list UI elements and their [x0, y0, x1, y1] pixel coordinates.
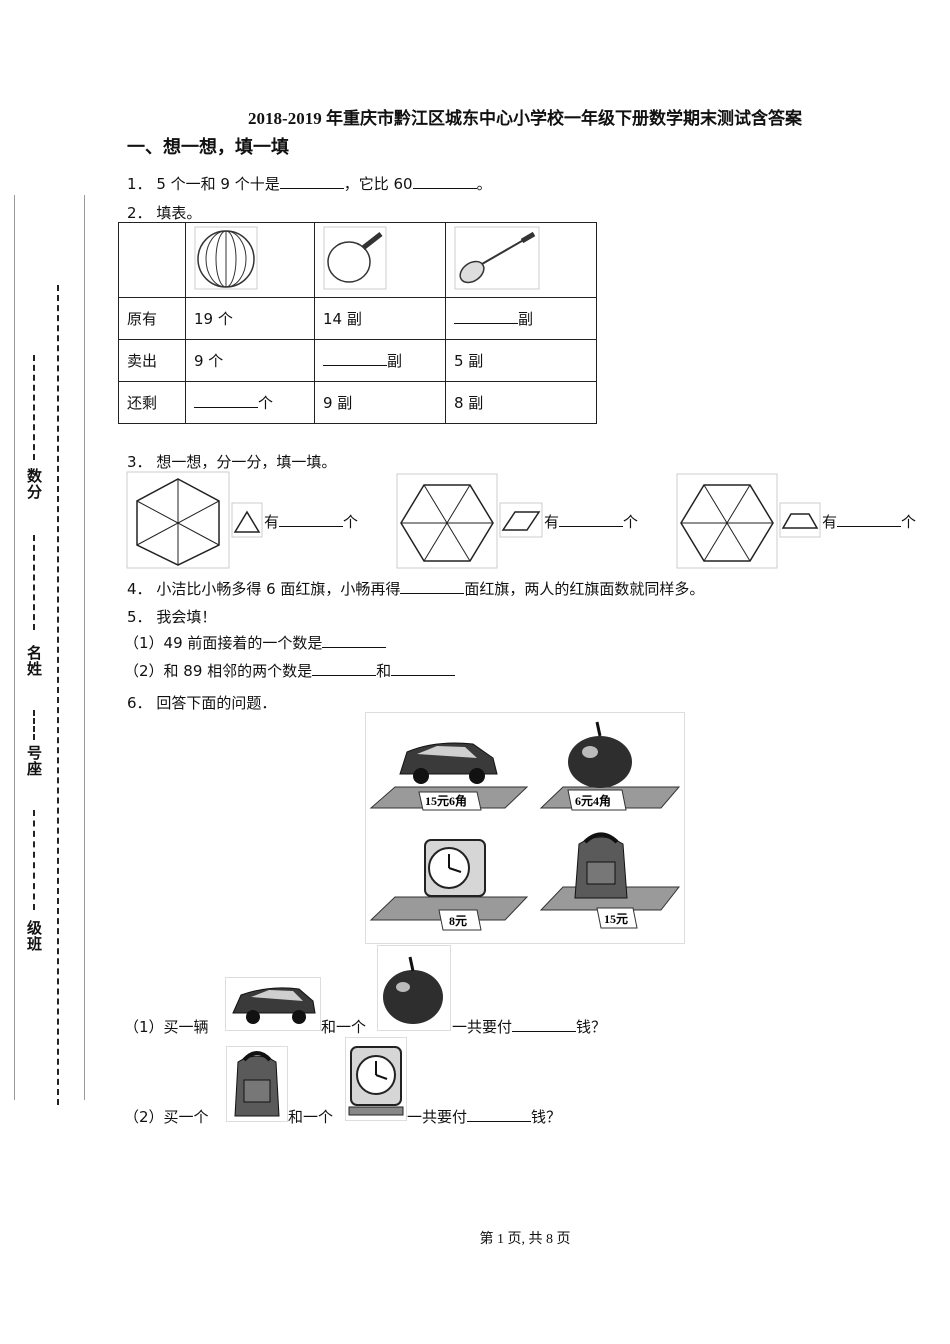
ping-pong-paddle-icon [323, 226, 387, 290]
sidebar-seat-label: 号座 [25, 745, 43, 777]
table-row: 还剩 个 9 副 8 副 [118, 381, 597, 424]
apple-icon [377, 945, 451, 1031]
table-header-empty [118, 222, 186, 298]
table-header-ball [185, 222, 315, 298]
apple-icon [568, 721, 632, 788]
table-row: 原有 19 个 14 副 副 [118, 297, 597, 340]
question-5: 5． 我会填！ [127, 608, 217, 626]
hexagon-diagram [396, 473, 498, 569]
question-number: 6． [127, 694, 152, 712]
question-6-2-a: （2）买一个 [124, 1108, 209, 1126]
question-number: 5． [127, 608, 152, 626]
backpack-icon [574, 832, 628, 899]
answer-blank[interactable] [512, 1017, 577, 1032]
section-heading: 一、想一想，填一填 [127, 137, 289, 158]
parallelogram-icon [499, 502, 543, 538]
price-picture: 15元6角 6元4角 8元 15元 [365, 712, 685, 944]
binding-line [14, 195, 15, 1100]
answer-blank[interactable] [400, 579, 465, 594]
cut-line [33, 810, 35, 910]
answer-blank[interactable] [322, 633, 387, 648]
question-6-1-a: （1）买一辆 [124, 1018, 209, 1036]
price-tag-apple: 6元4角 [575, 793, 611, 808]
page-title: 2018-2019 年重庆市黔江区城东中心小学校一年级下册数学期末测试含答案 [248, 109, 802, 128]
answer-blank[interactable] [412, 174, 477, 189]
sidebar-score-label: 数分 [25, 468, 43, 500]
hexagon-diagram [126, 471, 230, 569]
fill-table: 原有 19 个 14 副 副 卖出 9 个 副 5 副 还剩 个 9 副 8 副 [118, 222, 597, 424]
question-6-2-b: 和一个 [288, 1108, 334, 1126]
badminton-racket-icon [454, 226, 540, 290]
question-1: 1． 5 个一和 9 个十是，它比 60。 [127, 174, 492, 193]
question-6: 6． 回答下面的问题． [127, 694, 277, 712]
trapezoid-icon [779, 502, 821, 538]
hexagon-diagram [676, 473, 778, 569]
question-5-1: （1）49 前面接着的一个数是 [124, 632, 387, 653]
cut-line [33, 535, 35, 630]
answer-blank[interactable] [391, 661, 456, 676]
clock-icon [424, 839, 486, 897]
q3-answer-3: 有个 [822, 512, 917, 531]
car-icon [225, 977, 321, 1031]
table-header-paddle [314, 222, 446, 298]
answer-blank[interactable] [559, 512, 624, 527]
q3-answer-1: 有个 [264, 512, 359, 531]
price-tag-backpack: 15元 [604, 912, 628, 926]
table-row: 卖出 9 个 副 5 副 [118, 339, 597, 382]
question-4: 4． 小洁比小畅多得 6 面红旗，小畅再得面红旗，两人的红旗面数就同样多。 [127, 579, 705, 598]
cut-line [57, 285, 59, 1105]
question-number: 3． [127, 453, 152, 471]
page-footer: 第 1 页, 共 8 页 [479, 1232, 571, 1247]
question-6-1-c: 一共要付钱？ [452, 1017, 607, 1036]
ball-icon [194, 226, 258, 290]
price-tag-clock: 8元 [449, 914, 467, 928]
question-6-2-c: 一共要付钱？ [407, 1107, 562, 1126]
question-number: 1． [127, 175, 152, 193]
question-6-1-b: 和一个 [321, 1018, 367, 1036]
question-5-2: （2）和 89 相邻的两个数是和 [124, 660, 456, 681]
car-icon [399, 742, 498, 784]
table-header-racket [445, 222, 597, 298]
question-2: 2． 填表。 [127, 204, 202, 222]
triangle-icon [231, 502, 263, 538]
answer-blank[interactable] [194, 393, 258, 408]
q3-answer-2: 有个 [544, 512, 639, 531]
clock-icon [345, 1037, 407, 1121]
question-3: 3． 想一想，分一分，填一填。 [127, 453, 337, 471]
answer-blank[interactable] [467, 1107, 532, 1122]
backpack-icon [226, 1046, 288, 1122]
answer-blank[interactable] [454, 309, 518, 324]
answer-blank[interactable] [279, 512, 344, 527]
answer-blank[interactable] [837, 512, 902, 527]
price-tag-car: 15元6角 [425, 793, 467, 808]
cut-line [33, 710, 35, 740]
cut-line [33, 355, 35, 460]
question-number: 2． [127, 204, 152, 222]
question-number: 4． [127, 580, 152, 598]
sidebar-class-label: 级班 [25, 920, 43, 952]
answer-blank[interactable] [312, 661, 377, 676]
answer-blank[interactable] [323, 351, 387, 366]
answer-blank[interactable] [279, 174, 344, 189]
binding-line [84, 195, 85, 1100]
sidebar-name-label: 名姓 [25, 645, 43, 677]
